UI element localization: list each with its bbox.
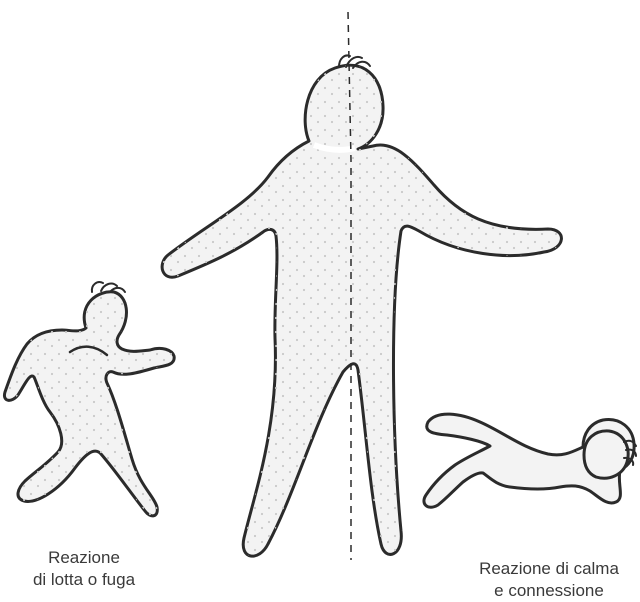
- running-figure-dots: [4, 292, 174, 516]
- running-figure: [4, 282, 174, 516]
- calm-connection-label: Reazione di calma e connessione: [458, 558, 640, 602]
- lying-figure: [424, 414, 636, 507]
- fight-or-flight-label: Reazione di lotta o fuga: [10, 547, 158, 591]
- fight-or-flight-label-line-2: di lotta o fuga: [10, 569, 158, 591]
- lying-figure-head: [584, 431, 628, 478]
- calm-connection-label-line-1: Reazione di calma: [458, 558, 640, 580]
- calm-connection-label-line-2: e connessione: [458, 580, 640, 602]
- fight-or-flight-label-line-1: Reazione: [10, 547, 158, 569]
